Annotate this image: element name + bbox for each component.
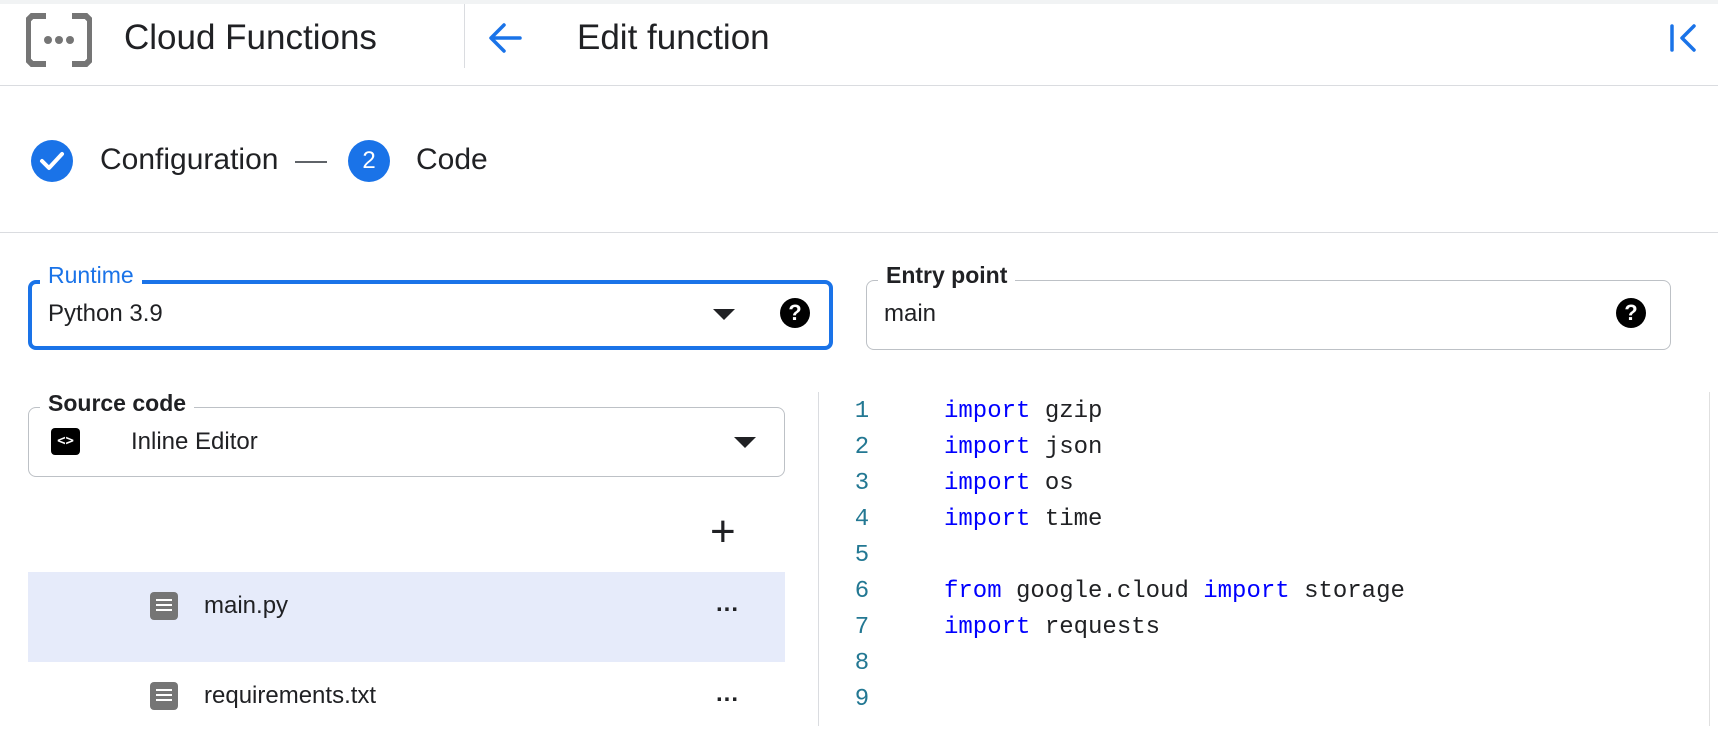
step-number-badge: 2 — [348, 140, 390, 182]
runtime-label: Runtime — [40, 262, 142, 289]
line-number: 6 — [854, 578, 870, 605]
app-title: Cloud Functions — [124, 18, 377, 57]
source-code-label: Source code — [40, 390, 195, 417]
step-connector — [295, 161, 327, 163]
code-line[interactable]: 8 — [840, 650, 884, 686]
runtime-value: Python 3.9 — [48, 300, 163, 327]
runtime-select[interactable] — [28, 280, 833, 350]
header-divider — [464, 4, 465, 68]
line-number: 9 — [854, 686, 870, 713]
entry-point-input[interactable]: main — [884, 300, 937, 327]
code-text: os — [1030, 470, 1074, 497]
code-text: storage — [1289, 578, 1405, 605]
line-number: 1 — [854, 398, 870, 425]
code-line[interactable]: 4 import time — [840, 506, 1103, 542]
step-complete-check-icon — [31, 140, 73, 182]
code-text: json — [1030, 434, 1103, 461]
line-number: 7 — [854, 614, 870, 641]
entry-point-label: Entry point — [878, 262, 1016, 289]
code-icon: <> — [51, 428, 80, 455]
help-icon[interactable]: ? — [1616, 298, 1646, 328]
file-row-main-py[interactable]: main.py ... — [28, 572, 785, 662]
stepper-divider — [0, 232, 1718, 233]
file-icon — [150, 682, 178, 710]
add-file-icon[interactable]: + — [710, 507, 736, 556]
file-icon — [150, 592, 178, 620]
app-header — [0, 0, 1718, 86]
code-line[interactable]: 1 import gzip — [840, 398, 1103, 434]
entry-point-field[interactable] — [866, 280, 1671, 350]
code-text: google.cloud — [1001, 578, 1204, 605]
file-name: main.py — [204, 592, 289, 619]
more-icon[interactable]: ... — [716, 680, 740, 707]
collapse-panel-icon[interactable] — [1664, 18, 1704, 58]
source-code-value: Inline Editor — [131, 428, 258, 455]
chevron-down-icon[interactable] — [734, 437, 756, 448]
more-icon[interactable]: ... — [716, 590, 740, 617]
editor-scrollbar[interactable] — [1709, 392, 1710, 726]
source-code-select[interactable] — [28, 407, 785, 477]
page-title: Edit function — [577, 18, 770, 57]
code-text: requests — [1030, 614, 1161, 641]
code-text: gzip — [1030, 398, 1103, 425]
step-configuration[interactable]: Configuration — [100, 143, 279, 176]
code-keyword: import — [944, 398, 1031, 425]
editor-divider — [818, 392, 819, 726]
line-number: 8 — [854, 650, 870, 677]
code-keyword: import — [944, 434, 1031, 461]
file-name: requirements.txt — [204, 682, 377, 709]
line-number: 3 — [854, 470, 870, 497]
code-keyword: import — [944, 506, 1031, 533]
code-text: time — [1030, 506, 1103, 533]
line-number: 5 — [854, 542, 870, 569]
code-line[interactable]: 2 import json — [840, 434, 1103, 470]
code-line[interactable]: 6 from google.cloud import storage — [840, 578, 1405, 614]
code-line[interactable]: 3 import os — [840, 470, 1074, 506]
code-keyword: from — [944, 578, 1002, 605]
file-row-requirements[interactable]: requirements.txt ... — [28, 662, 785, 752]
line-number: 4 — [854, 506, 870, 533]
arrow-back-icon[interactable] — [486, 18, 526, 58]
code-keyword: import — [944, 614, 1031, 641]
code-keyword: import — [944, 470, 1031, 497]
help-icon[interactable]: ? — [780, 298, 810, 328]
chevron-down-icon[interactable] — [713, 309, 735, 320]
cloud-functions-logo — [26, 13, 92, 67]
code-line[interactable]: 9 — [840, 686, 884, 722]
code-line[interactable]: 7 import requests — [840, 614, 1160, 650]
line-number: 2 — [854, 434, 870, 461]
code-keyword: import — [1203, 578, 1290, 605]
step-code[interactable]: Code — [416, 143, 488, 176]
code-line[interactable]: 5 — [840, 542, 884, 578]
